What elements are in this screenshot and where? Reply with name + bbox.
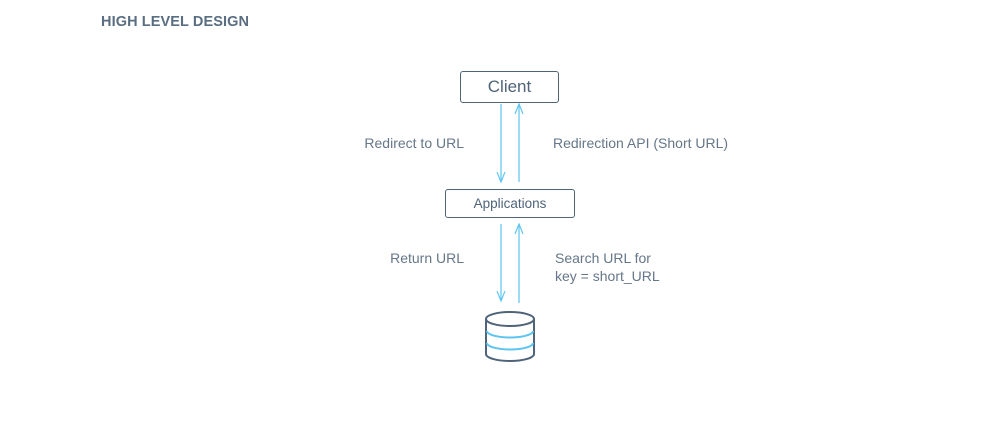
edge-label-search-url: Search URL for key = short_URL (555, 249, 660, 285)
arrow-search-url (514, 222, 524, 303)
arrow-applications-to-client (514, 102, 524, 182)
edge-label-search-url-line2: key = short_URL (555, 268, 660, 284)
client-label: Client (487, 77, 532, 96)
applications-label: Applications (473, 196, 547, 211)
arrow-return-url (496, 224, 506, 303)
page-title: HIGH LEVEL DESIGN (101, 14, 250, 30)
edge-label-redirect-to-url: Redirect to URL (364, 135, 464, 151)
edge-label-redirection-api: Redirection API (Short URL) (553, 135, 729, 151)
arrow-client-to-applications (496, 104, 506, 184)
applications-node: Applications (445, 189, 575, 218)
client-node: Client (460, 71, 559, 103)
database-icon (485, 311, 535, 362)
edge-label-search-url-line1: Search URL for (555, 250, 651, 266)
edge-label-return-url: Return URL (390, 250, 464, 266)
